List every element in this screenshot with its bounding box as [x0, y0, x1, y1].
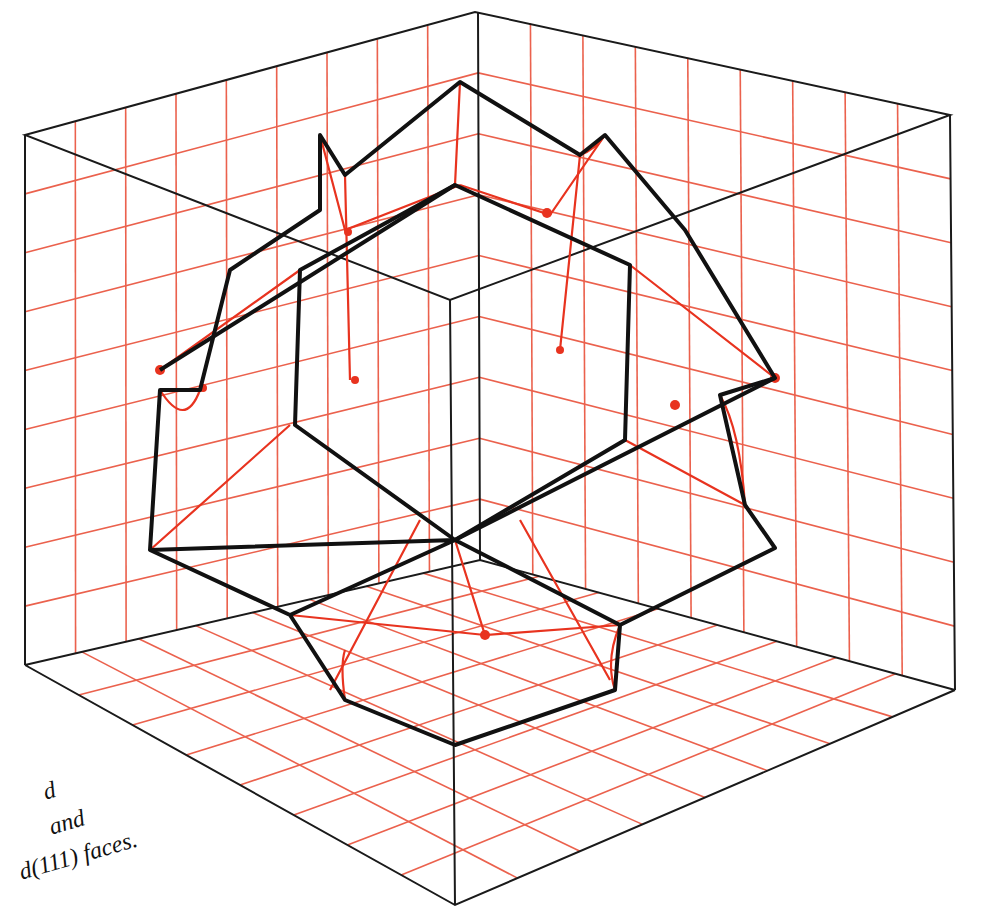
grid-line [125, 108, 127, 642]
grid-line [480, 499, 955, 626]
note-text: and [44, 804, 90, 841]
grid-line [479, 316, 953, 434]
grid-line [479, 377, 953, 498]
grid-line [423, 573, 892, 717]
grid-line [845, 92, 849, 661]
grid-line [226, 80, 228, 618]
grid-line [25, 73, 478, 194]
grid-line [366, 586, 830, 744]
grid-line [479, 256, 952, 371]
grid-line [688, 58, 691, 618]
grid-line [479, 195, 952, 307]
grid-line [294, 641, 777, 815]
grid-line [25, 134, 478, 253]
note-text: d(111) faces. [14, 825, 142, 886]
grid-line [25, 438, 480, 547]
grid-line [25, 499, 480, 606]
grid-line [898, 104, 903, 676]
grid-line [793, 81, 797, 647]
grid-line [530, 23, 532, 574]
grid-line [277, 67, 278, 607]
grid-line [478, 73, 950, 179]
grid-line [480, 438, 954, 562]
grid-line [635, 46, 638, 603]
grid-line [348, 658, 837, 846]
grid-line [25, 377, 479, 488]
grid-line [377, 39, 379, 583]
grid-line [401, 674, 895, 875]
note-text: d [38, 776, 61, 806]
grid-line [75, 121, 77, 653]
grid-line [327, 53, 328, 595]
grid-line [25, 316, 479, 429]
grid-line [583, 35, 586, 589]
